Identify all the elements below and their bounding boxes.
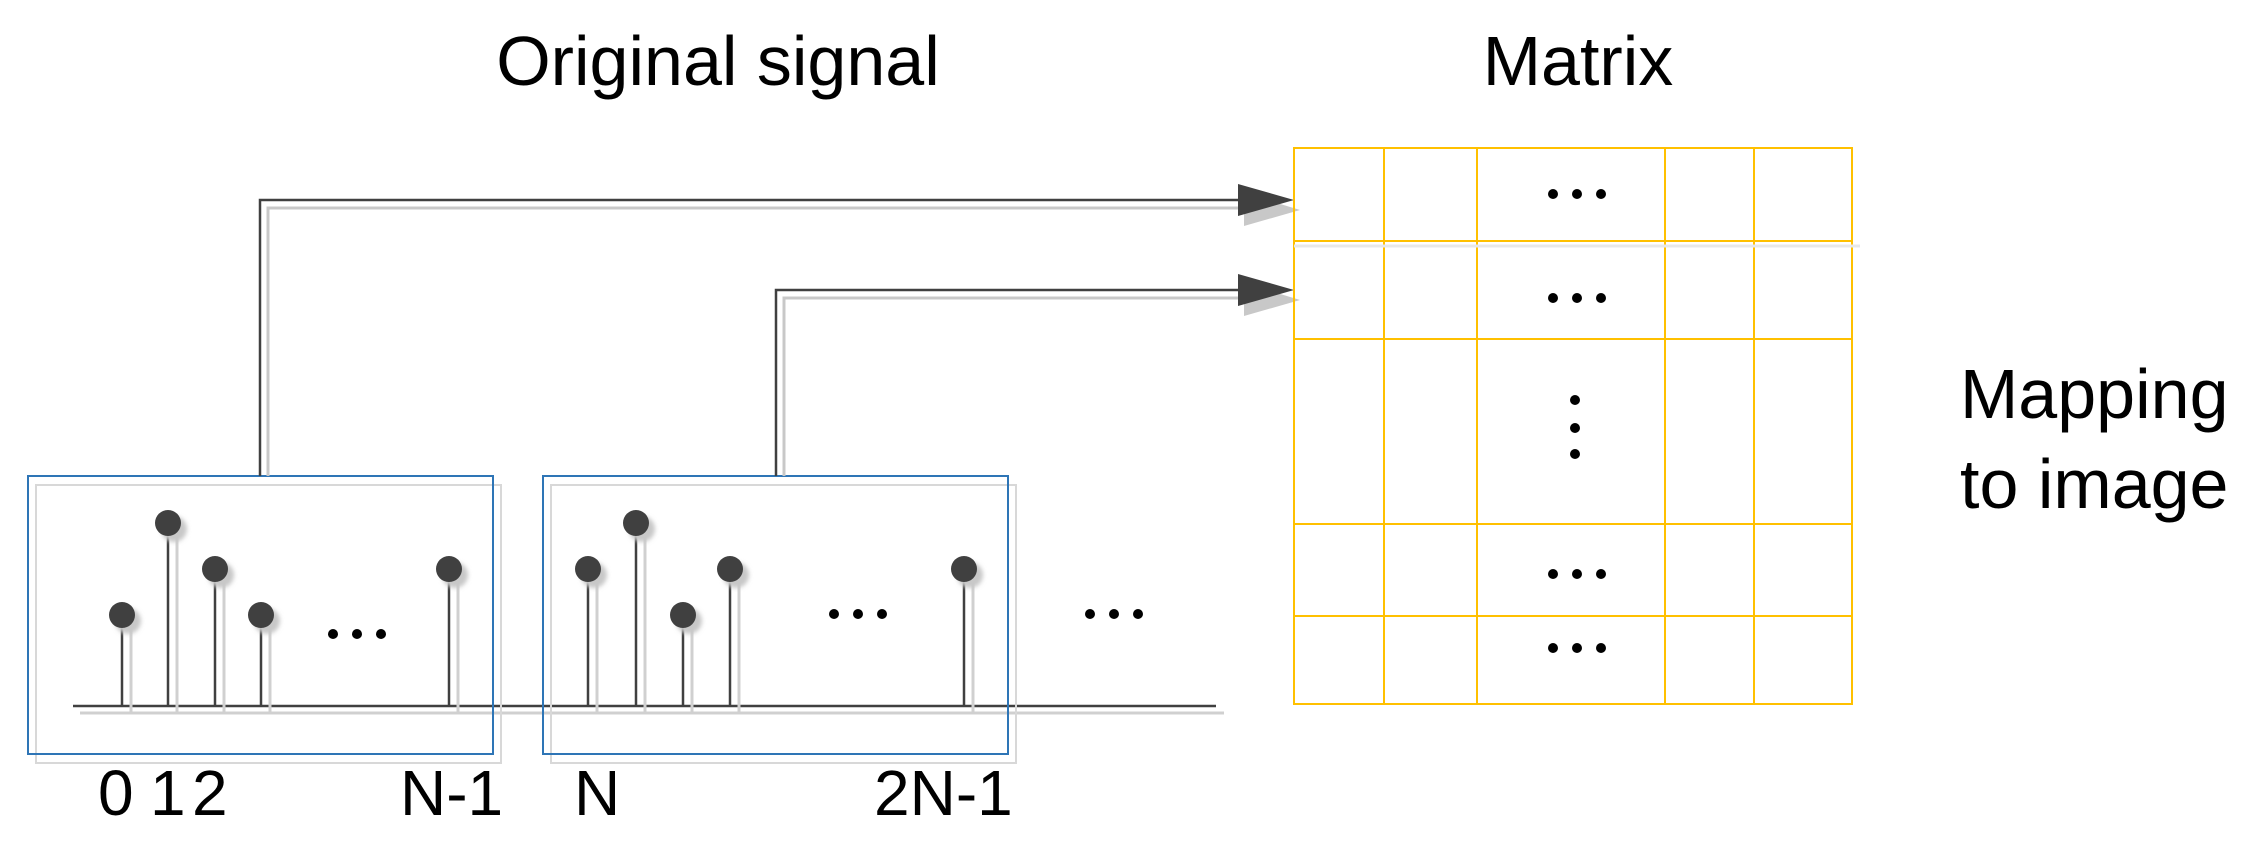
- matrix-grid: [1293, 147, 1853, 705]
- tick-label-1: 1: [150, 757, 186, 829]
- stem-sample-3: [248, 602, 280, 713]
- tick-label-0: 0: [98, 757, 134, 829]
- horizontal-ellipsis-icon: [328, 629, 386, 639]
- horizontal-ellipsis-icon: [1548, 293, 1606, 303]
- stem-sample-n-plus-3: [717, 556, 749, 713]
- mapping-label-line1: Mapping: [1960, 355, 2229, 433]
- window-2-shadow: [550, 484, 1017, 764]
- tick-label-2n-minus-1: 2N-1: [874, 757, 1013, 829]
- window-1-shadow: [35, 484, 502, 764]
- horizontal-ellipsis-icon: [1548, 643, 1606, 653]
- arrow-right-icon: [1238, 274, 1294, 306]
- stem-sample-2n-minus-1: [951, 556, 983, 713]
- arrow-window-1-to-row-1: [258, 184, 1300, 476]
- arrow-window-2-to-row-2: [774, 274, 1300, 476]
- tick-label-2: 2: [192, 757, 228, 829]
- stem-sample-n-minus-1: [436, 556, 468, 713]
- stem-group: [109, 510, 983, 713]
- arrow-right-icon: [1238, 184, 1294, 216]
- horizontal-ellipsis-icon: [1548, 569, 1606, 579]
- signal-title: Original signal: [496, 22, 940, 100]
- tick-label-n-minus-1: N-1: [400, 757, 503, 829]
- tick-label-n: N: [574, 757, 620, 829]
- stem-sample-0: [109, 602, 141, 713]
- stem-sample-2: [202, 556, 234, 713]
- stem-sample-n-plus-2: [670, 602, 702, 713]
- horizontal-ellipsis-icon: [1085, 609, 1143, 619]
- stem-sample-n: [575, 556, 607, 713]
- mapping-label-line2: to image: [1960, 445, 2228, 523]
- matrix-title: Matrix: [1483, 22, 1674, 100]
- horizontal-ellipsis-icon: [1548, 189, 1606, 199]
- horizontal-ellipsis-icon: [829, 609, 887, 619]
- stem-sample-n-plus-1: [623, 510, 655, 713]
- vertical-ellipsis-icon: [1570, 395, 1580, 459]
- stem-sample-1: [155, 510, 187, 713]
